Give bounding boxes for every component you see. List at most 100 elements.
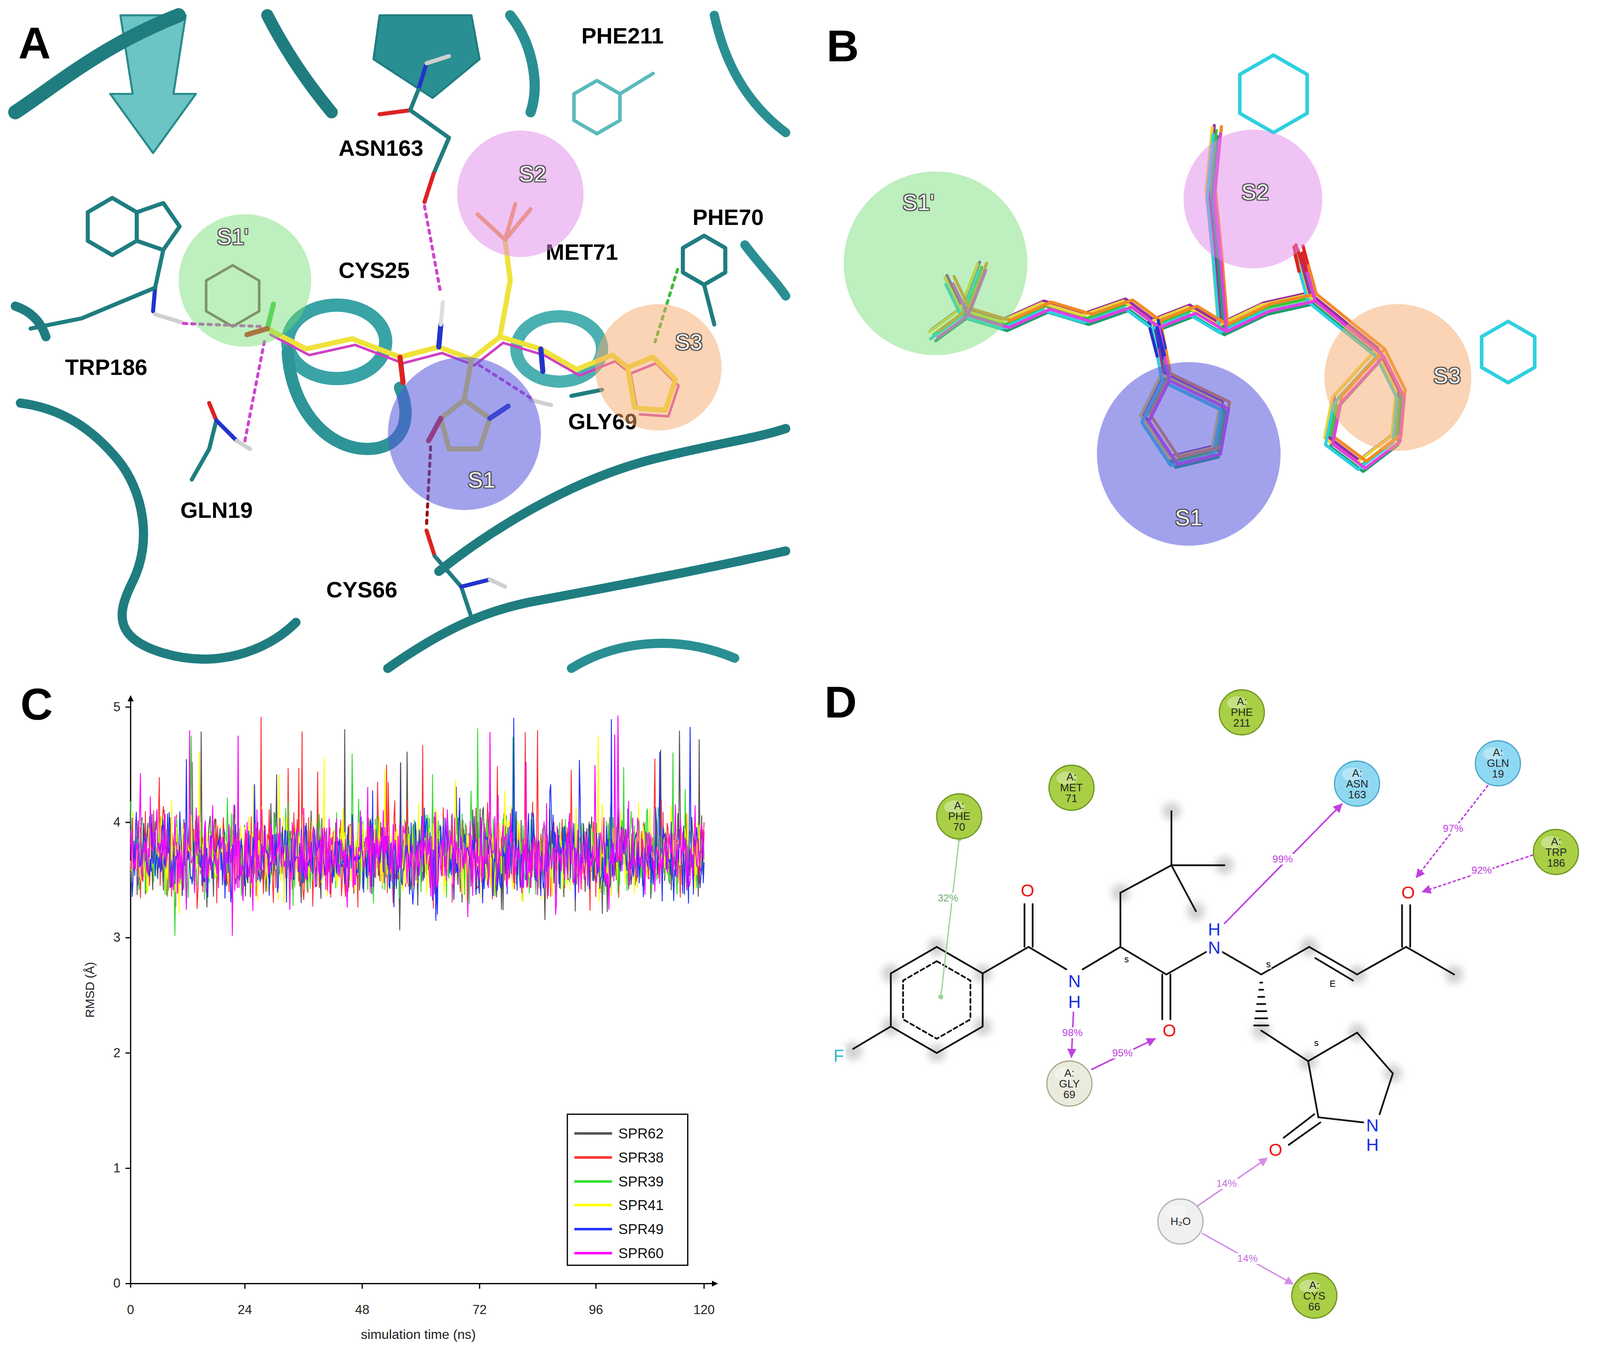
stereo-label: s	[1123, 954, 1130, 965]
legend-label: SPR41	[618, 1198, 664, 1213]
residue-label: CYS25	[336, 258, 412, 283]
atom-label: O	[1267, 1141, 1284, 1160]
interaction-lines	[938, 786, 1533, 1208]
protein-cartoon	[571, 643, 735, 669]
residue-sticks	[424, 173, 434, 203]
legend-swatch	[574, 1156, 613, 1160]
molecule-bonds	[1308, 1061, 1319, 1118]
atom-label: O	[1161, 1021, 1178, 1041]
residue-circle: A: CYS 66	[1290, 1272, 1338, 1320]
oxygen-stick	[1295, 254, 1300, 272]
nitrogen-stick	[1149, 328, 1158, 357]
molecule-bonds	[1166, 952, 1206, 975]
molecule-bonds	[1255, 1017, 1268, 1020]
stereo-label: s	[1313, 1038, 1320, 1049]
oxygen-stick	[1302, 253, 1307, 271]
residue-circle: A: PHE 70	[935, 793, 983, 840]
residue-disc	[936, 793, 982, 840]
pocket-region: S2	[1183, 129, 1323, 269]
residue-name: A: ASN 163	[1344, 767, 1371, 801]
molecule-bonds	[1259, 989, 1264, 991]
atom-label: N	[1206, 939, 1223, 958]
molecule-bonds	[1315, 958, 1354, 981]
panel-letter: A	[18, 19, 51, 67]
pocket-label: S3	[675, 330, 703, 354]
legend-swatch	[574, 1132, 613, 1136]
legend-label: SPR39	[618, 1174, 664, 1190]
axis-tick: 96	[588, 1303, 603, 1317]
molecule-bonds	[982, 947, 1029, 974]
residue-circle: H₂O	[1157, 1198, 1204, 1246]
residue-circle: A: TRP 186	[1532, 828, 1580, 876]
residue-circle: A: GLY 69	[1045, 1060, 1093, 1108]
residue-sticks	[573, 80, 620, 134]
residue-sticks	[154, 314, 182, 323]
chart-axes	[125, 1283, 131, 1285]
legend-swatch	[574, 1204, 613, 1207]
pocket-sphere	[1183, 129, 1323, 269]
stereo-label: s	[1265, 959, 1272, 970]
interaction-percent: 14%	[1236, 1253, 1259, 1265]
hydrogen-bonds	[424, 206, 441, 295]
molecule-bonds	[1119, 893, 1122, 948]
pocket-label: S1'	[902, 191, 935, 214]
atom-label: H	[1364, 1136, 1380, 1155]
protein-cartoon	[15, 15, 179, 113]
atom-label: H	[1066, 993, 1082, 1012]
protein-cartoon	[267, 15, 332, 113]
residue-sticks	[154, 249, 164, 288]
residue-label: PHE70	[690, 205, 766, 230]
protein-cartoon	[15, 306, 46, 337]
atom-label: H	[1206, 920, 1223, 940]
pocket-sphere	[843, 171, 1028, 356]
residue-sticks	[704, 284, 715, 325]
residue-circle: A: GLN 19	[1474, 740, 1522, 787]
pocket-region: S3	[1324, 304, 1472, 452]
residue-circle: A: MET 71	[1048, 764, 1095, 812]
protein-cartoon	[15, 15, 786, 669]
residue-disc	[1475, 740, 1521, 787]
axis-tick: 48	[355, 1303, 370, 1317]
residue-sticks	[209, 403, 217, 421]
protein-cartoon	[745, 244, 786, 296]
atom-halos	[843, 802, 1464, 1083]
chart-axes	[130, 696, 132, 1289]
protein-cartoon	[20, 403, 296, 660]
chart-axes	[244, 1284, 246, 1290]
pocket-region: S1'	[843, 171, 1028, 356]
residue-sticks	[619, 73, 654, 94]
residue-disc	[1046, 1061, 1092, 1107]
interaction-percent: 98%	[1061, 1027, 1084, 1039]
molecule-bonds	[1120, 947, 1167, 976]
axis-tick: 1	[113, 1161, 121, 1176]
residue-sticks	[682, 235, 726, 285]
residue-label: CYS66	[324, 578, 400, 602]
molecule-bonds	[1169, 974, 1172, 1020]
pocket-label: S2	[1241, 180, 1269, 204]
molecule-bonds	[902, 961, 971, 1039]
molecule-bonds	[1120, 865, 1172, 894]
interaction-lines	[1091, 1038, 1156, 1070]
residue-name: A: GLY 69	[1056, 1067, 1083, 1101]
molecule-bonds	[1023, 904, 1026, 947]
interaction-lines	[1422, 855, 1533, 893]
protein-cartoon	[373, 15, 480, 99]
residue-sticks	[136, 203, 180, 250]
axis-tick: 72	[472, 1303, 487, 1317]
residue-name: A: GLN 19	[1485, 747, 1511, 780]
pocket-sphere	[1324, 304, 1472, 452]
molecule-bonds	[1401, 905, 1403, 948]
pocket-sphere	[457, 130, 584, 257]
molecule-bonds	[1258, 996, 1265, 998]
rmsd-traces	[130, 716, 705, 936]
interaction-lines	[938, 994, 944, 1000]
molecule-bonds	[1031, 904, 1034, 947]
pocket-region: S3	[595, 304, 722, 431]
interaction-percent: 14%	[1215, 1178, 1238, 1190]
atom-label: O	[1399, 883, 1417, 903]
protein-cartoon	[510, 15, 535, 113]
residue-name: A: MET 71	[1058, 771, 1085, 804]
residue-disc	[1533, 829, 1579, 875]
interaction-arrow	[1201, 1233, 1293, 1285]
